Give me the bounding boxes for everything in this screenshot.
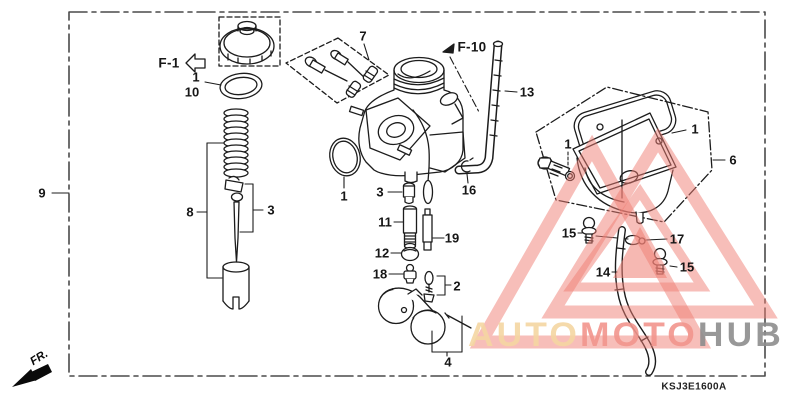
jet-needle (224, 175, 244, 263)
callout-2: 2 (453, 278, 461, 294)
callout-14: 14 (595, 264, 611, 280)
carburetor-body (348, 56, 480, 205)
callout-12: 12 (374, 245, 390, 261)
view-ref-f1: F-1 (158, 55, 180, 71)
float-valve (423, 270, 435, 303)
callout-6: 6 (729, 152, 737, 168)
callout-16: 16 (461, 182, 477, 198)
slide-spring (223, 108, 249, 178)
f10-arrow-icon (442, 43, 455, 54)
callout-17: 17 (669, 231, 685, 247)
callout-10: 10 (184, 84, 200, 100)
callout-3-pilot: 3 (376, 184, 384, 200)
jet-washer (400, 246, 420, 262)
callout-15-right: 15 (679, 259, 695, 275)
watermark-text: AUTOMOTOHUB (468, 318, 784, 352)
throttle-slide (222, 261, 250, 310)
watermark-part-hub: HUB (697, 316, 784, 354)
f1-arrow-icon (185, 53, 206, 73)
callout-18: 18 (372, 266, 388, 282)
fr-arrow (12, 364, 52, 387)
float (377, 287, 446, 345)
callout-8: 8 (186, 204, 194, 220)
callout-1-cap-oring: 1 (192, 69, 200, 85)
callout-13: 13 (519, 84, 535, 100)
pipe-clip (460, 157, 474, 184)
part-code: KSJ3E1600A (661, 381, 727, 393)
main-jet (403, 263, 417, 284)
body-oring (329, 137, 361, 177)
callout-1-body-oring: 1 (340, 188, 348, 204)
watermark-part-auto: AUTO (468, 316, 581, 354)
view-ref-f10: F-10 (457, 39, 487, 55)
callout-7: 7 (359, 28, 367, 44)
watermark-part-moto: MOTO (580, 316, 698, 354)
cap-oring (219, 72, 263, 100)
main-jet-holder (402, 205, 418, 250)
float-pin (446, 314, 472, 329)
outer-frame (68, 11, 766, 377)
pilot-screw (402, 182, 416, 205)
callout-11: 11 (378, 214, 392, 230)
screw-kit (285, 37, 390, 104)
callout-4: 4 (444, 354, 452, 370)
needle-jet (422, 208, 433, 251)
vent-pipe (454, 40, 518, 175)
callout-19: 19 (444, 230, 460, 246)
carb-cap (218, 16, 281, 67)
callout-1-bowl-seal: 1 (564, 136, 572, 152)
callout-9: 9 (38, 185, 46, 201)
callout-15-left: 15 (561, 225, 577, 241)
callout-3-needle: 3 (267, 202, 275, 218)
callout-1-gasket: 1 (691, 121, 699, 137)
